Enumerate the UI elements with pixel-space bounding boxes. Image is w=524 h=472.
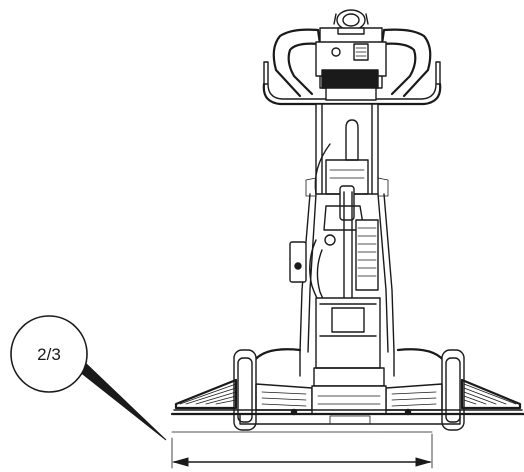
lower-housing-icon bbox=[299, 297, 395, 387]
motor-icon bbox=[289, 219, 379, 291]
grinding-skirt-icon bbox=[170, 378, 524, 425]
callout-label: 2/3 bbox=[37, 345, 61, 364]
control-box-icon bbox=[315, 27, 387, 101]
frame-icon bbox=[299, 143, 395, 353]
emergency-stop-icon bbox=[333, 9, 369, 35]
callout-bubble: 2/3 bbox=[10, 315, 88, 393]
column-icon bbox=[305, 103, 389, 197]
width-dimension-arrow bbox=[171, 431, 433, 469]
